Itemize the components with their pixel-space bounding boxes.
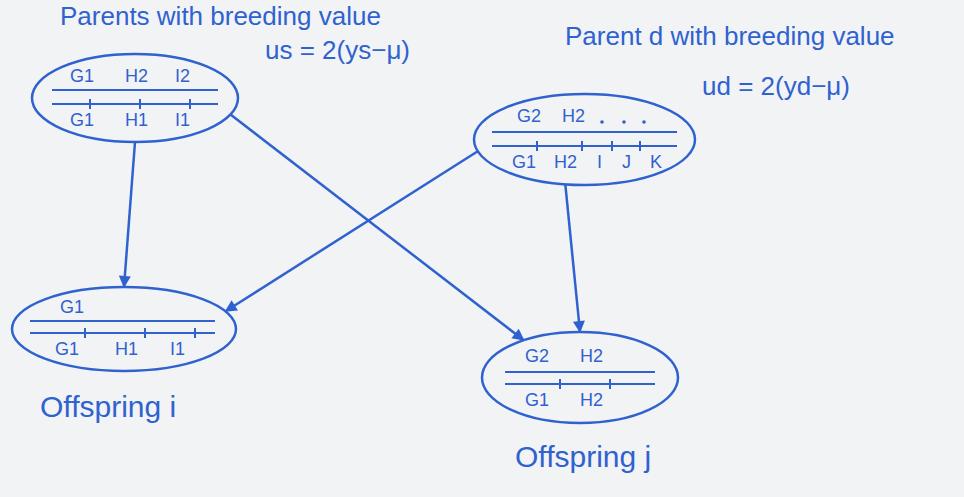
chromosome-line: [505, 371, 655, 373]
allele-label: G2: [517, 106, 541, 127]
allele-label: G1: [70, 66, 94, 87]
allele-label: I2: [175, 66, 190, 87]
locus-tick: [84, 328, 86, 338]
heading-text: Offspring i: [40, 390, 176, 425]
locus-dot: [622, 120, 626, 124]
allele-label: H2: [580, 346, 603, 367]
chromosome-ellipse: Parent d with breeding valueud = 2(yd−μ)…: [472, 92, 697, 187]
chromosome-line: [492, 145, 677, 147]
chromosome-ellipse: G2H2G1H2Offspring j: [480, 330, 680, 425]
chromosome-line: [52, 89, 218, 91]
ellipse-border: [32, 54, 238, 142]
allele-label: G1: [70, 110, 94, 131]
heading-text: Offspring j: [515, 440, 651, 475]
locus-tick: [139, 99, 141, 109]
locus-tick: [194, 328, 196, 338]
locus-tick: [536, 141, 538, 151]
chromosome-line: [505, 383, 655, 385]
allele-label: J: [622, 152, 631, 173]
inheritance-arrow: [226, 151, 478, 311]
locus-tick: [609, 379, 611, 389]
chromosome-ellipse: Parents with breeding valueus = 2(ys−μ)G…: [30, 52, 240, 144]
allele-label: H2: [562, 106, 585, 127]
allele-label: G2: [525, 346, 549, 367]
allele-label: H2: [580, 390, 603, 411]
allele-label: K: [650, 152, 662, 173]
ellipse-border: [12, 287, 236, 371]
allele-label: I1: [175, 110, 190, 131]
allele-label: G1: [55, 339, 79, 360]
locus-tick: [89, 99, 91, 109]
inheritance-arrow: [565, 184, 580, 332]
inheritance-arrow: [124, 142, 135, 287]
chromosome-ellipse: G1G1H1I1Offspring i: [10, 285, 238, 373]
locus-tick: [611, 141, 613, 151]
allele-label: H2: [554, 152, 577, 173]
allele-label: H2: [125, 66, 148, 87]
locus-tick: [144, 328, 146, 338]
locus-tick: [639, 141, 641, 151]
heading-text: Parents with breeding value: [60, 2, 381, 32]
ellipse-outline: [10, 285, 238, 373]
locus-dot: [642, 120, 646, 124]
ellipse-border: [482, 332, 678, 423]
chromosome-line: [30, 320, 215, 322]
allele-label: H1: [125, 110, 148, 131]
locus-tick: [559, 379, 561, 389]
allele-label: I1: [170, 339, 185, 360]
allele-label: G1: [60, 297, 84, 318]
allele-label: H1: [115, 339, 138, 360]
chromosome-line: [30, 332, 215, 334]
ellipse-outline: [30, 52, 240, 144]
locus-tick: [189, 99, 191, 109]
ellipse-outline: [480, 330, 680, 425]
locus-tick: [581, 141, 583, 151]
heading-text: us = 2(ys−μ): [265, 36, 410, 66]
allele-label: I: [597, 152, 602, 173]
chromosome-line: [492, 131, 677, 133]
ellipse-border: [474, 94, 695, 185]
chromosome-line: [52, 103, 218, 105]
inheritance-arrow: [230, 114, 523, 340]
allele-label: G1: [525, 390, 549, 411]
heading-text: ud = 2(yd−μ): [702, 72, 850, 102]
allele-label: G1: [512, 152, 536, 173]
locus-dot: [600, 120, 604, 124]
heading-text: Parent d with breeding value: [565, 22, 895, 52]
